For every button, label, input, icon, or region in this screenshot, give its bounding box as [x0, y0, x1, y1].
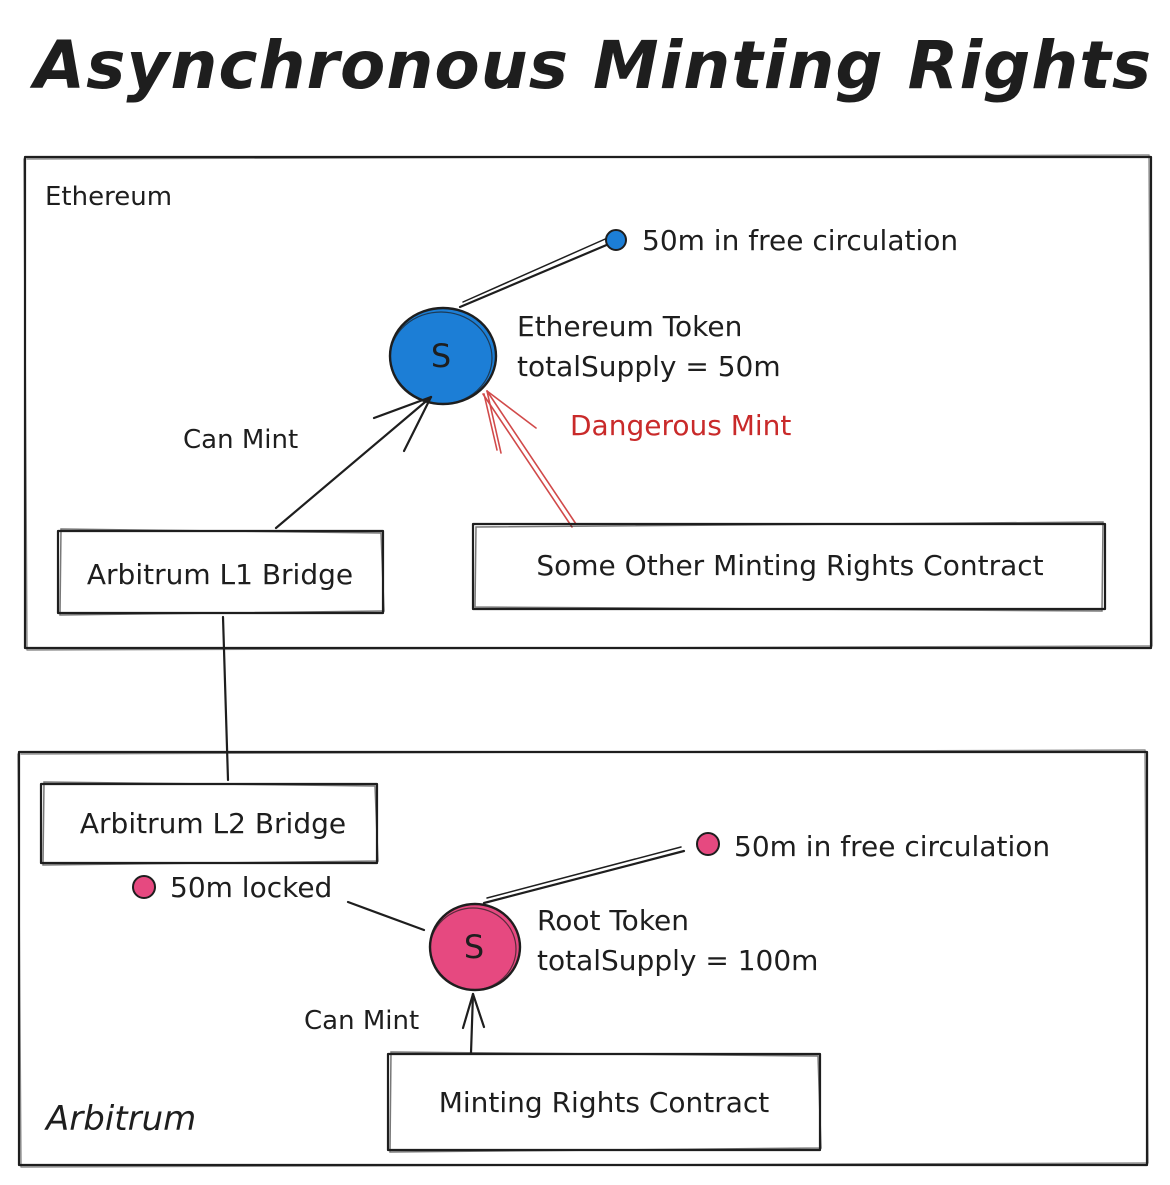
arbitrum-locked-line [346, 900, 426, 932]
ethereum-token-symbol: S [431, 337, 451, 375]
arbitrum-free-circulation-label: 50m in free circulation [734, 830, 1050, 863]
other-minting-contract-label: Some Other Minting Rights Contract [536, 549, 1043, 582]
ethereum-circulation-dot [605, 229, 627, 251]
ethereum-label: Ethereum [45, 182, 172, 212]
arbitrum-circulation-dot [696, 832, 720, 856]
ethereum-token-node[interactable]: S [388, 306, 498, 406]
ethereum-token-supply: totalSupply = 50m [517, 350, 781, 383]
minting-rights-contract-label: Minting Rights Contract [439, 1086, 770, 1119]
dangerous-mint-label: Dangerous Mint [570, 409, 791, 442]
ethereum-can-mint-label: Can Mint [183, 425, 298, 455]
minting-rights-contract-box[interactable]: Minting Rights Contract [386, 1051, 822, 1153]
page-title: Asynchronous Minting Rights [29, 27, 1152, 104]
arbitrum-circulation-line [482, 849, 686, 905]
dangerous-mint-arrow [482, 390, 577, 528]
arbitrum-l2-bridge-label: Arbitrum L2 Bridge [80, 807, 346, 840]
bridge-connector-line [221, 615, 230, 782]
root-token-symbol: S [464, 928, 484, 966]
ethereum-circulation-line [458, 239, 618, 309]
ethereum-frame [23, 154, 1153, 651]
root-token-node[interactable]: S [428, 902, 522, 992]
ethereum-token-name: Ethereum Token [517, 310, 742, 343]
arbitrum-l1-bridge-box[interactable]: Arbitrum L1 Bridge [56, 528, 385, 616]
arbitrum-l1-bridge-label: Arbitrum L1 Bridge [87, 558, 353, 591]
ethereum-can-mint-arrow [274, 395, 433, 530]
root-token-supply: totalSupply = 100m [537, 944, 818, 977]
other-minting-contract-box[interactable]: Some Other Minting Rights Contract [471, 521, 1107, 612]
root-token-name: Root Token [537, 904, 689, 937]
arbitrum-frame [17, 749, 1149, 1168]
arbitrum-locked-label: 50m locked [170, 871, 332, 904]
arbitrum-can-mint-arrow [461, 992, 486, 1055]
ethereum-free-circulation-label: 50m in free circulation [642, 224, 958, 257]
arbitrum-l2-bridge-box[interactable]: Arbitrum L2 Bridge [39, 781, 379, 866]
arbitrum-label: Arbitrum [44, 1099, 196, 1139]
arbitrum-locked-dot [132, 875, 156, 899]
arbitrum-can-mint-label: Can Mint [304, 1006, 419, 1036]
